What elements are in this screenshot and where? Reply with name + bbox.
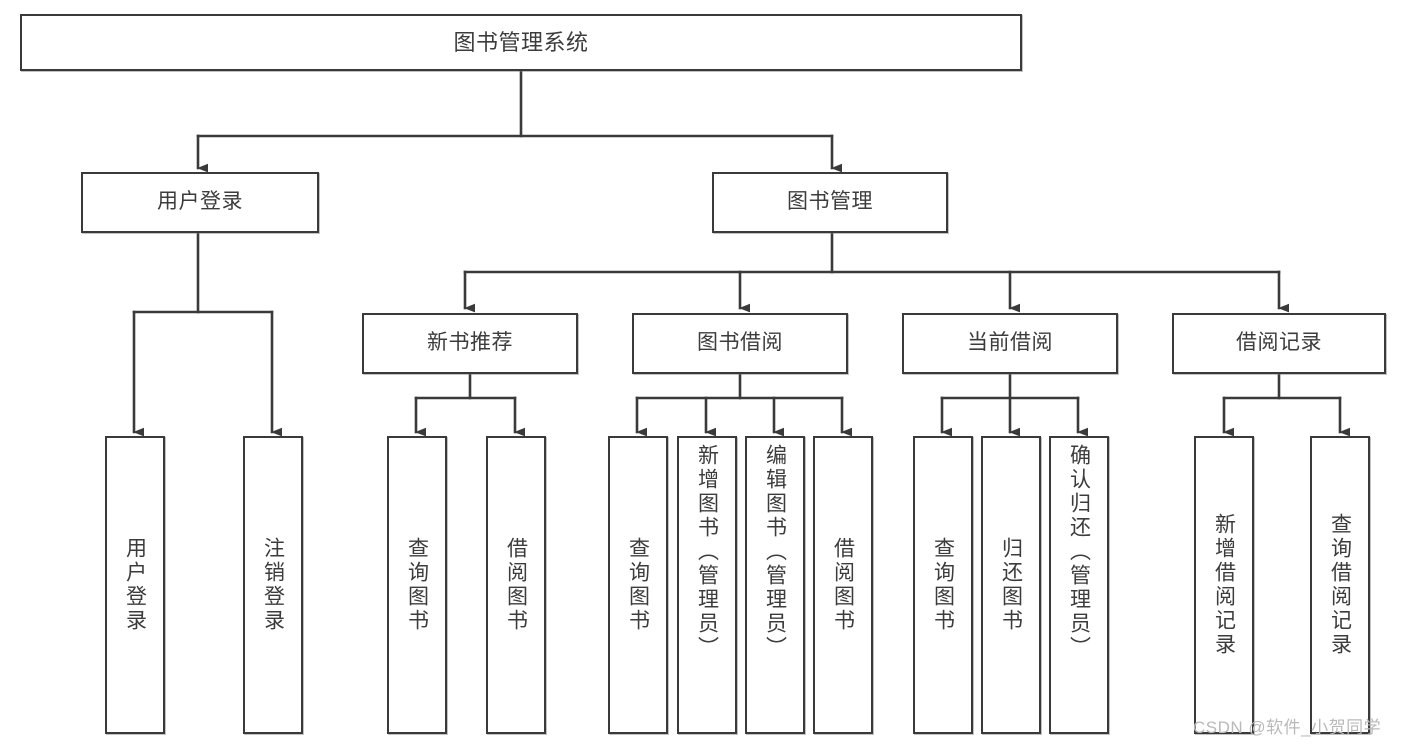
node-label: 确认归还（管理员） (1067, 444, 1091, 660)
leaf-query-book-recommend[interactable]: 查询图书 (387, 436, 447, 734)
leaf-user-login[interactable]: 用户登录 (105, 436, 165, 734)
node-label: 新增图书（管理员） (695, 444, 719, 660)
leaf-confirm-return-admin[interactable]: 确认归还（管理员） (1049, 436, 1109, 734)
leaf-query-book-borrow[interactable]: 查询图书 (608, 436, 668, 734)
node-label: 用户登录 (157, 190, 243, 214)
leaf-query-borrow-record[interactable]: 查询借阅记录 (1310, 436, 1370, 734)
node-label: 新增借阅记录 (1212, 513, 1236, 657)
leaf-borrow-book-recommend[interactable]: 借阅图书 (486, 436, 546, 734)
node-root-book-management-system[interactable]: 图书管理系统 (20, 14, 1022, 71)
leaf-query-book-current[interactable]: 查询图书 (913, 436, 973, 734)
node-label: 查询借阅记录 (1328, 513, 1352, 657)
csdn-watermark: CSDN @软件_小贺同学 (1193, 718, 1382, 737)
node-label: 查询图书 (626, 537, 650, 633)
node-label: 当前借阅 (967, 331, 1053, 355)
node-label: 借阅记录 (1236, 331, 1322, 355)
node-user-login[interactable]: 用户登录 (81, 172, 319, 233)
leaf-borrow-book[interactable]: 借阅图书 (813, 436, 873, 734)
node-borrow-record[interactable]: 借阅记录 (1172, 313, 1386, 374)
node-label: 归还图书 (999, 537, 1023, 633)
node-book-management[interactable]: 图书管理 (712, 172, 948, 233)
node-label: 用户登录 (123, 537, 147, 633)
leaf-add-borrow-record[interactable]: 新增借阅记录 (1194, 436, 1254, 734)
node-label: 借阅图书 (504, 537, 528, 633)
node-label: 注销登录 (261, 537, 285, 633)
node-current-borrow[interactable]: 当前借阅 (902, 313, 1118, 374)
leaf-edit-book-admin[interactable]: 编辑图书（管理员） (745, 436, 805, 734)
leaf-add-book-admin[interactable]: 新增图书（管理员） (677, 436, 737, 734)
node-label: 借阅图书 (831, 537, 855, 633)
node-label: 查询图书 (405, 537, 429, 633)
node-label: 查询图书 (931, 537, 955, 633)
node-new-book-recommend[interactable]: 新书推荐 (362, 313, 578, 374)
node-label: 图书借阅 (697, 331, 783, 355)
node-label: 新书推荐 (427, 331, 513, 355)
node-label: 图书管理系统 (453, 29, 589, 55)
leaf-return-book[interactable]: 归还图书 (981, 436, 1041, 734)
node-label: 图书管理 (787, 190, 873, 214)
node-book-borrow[interactable]: 图书借阅 (632, 313, 848, 374)
leaf-logout-login[interactable]: 注销登录 (243, 436, 303, 734)
node-label: 编辑图书（管理员） (763, 444, 787, 660)
